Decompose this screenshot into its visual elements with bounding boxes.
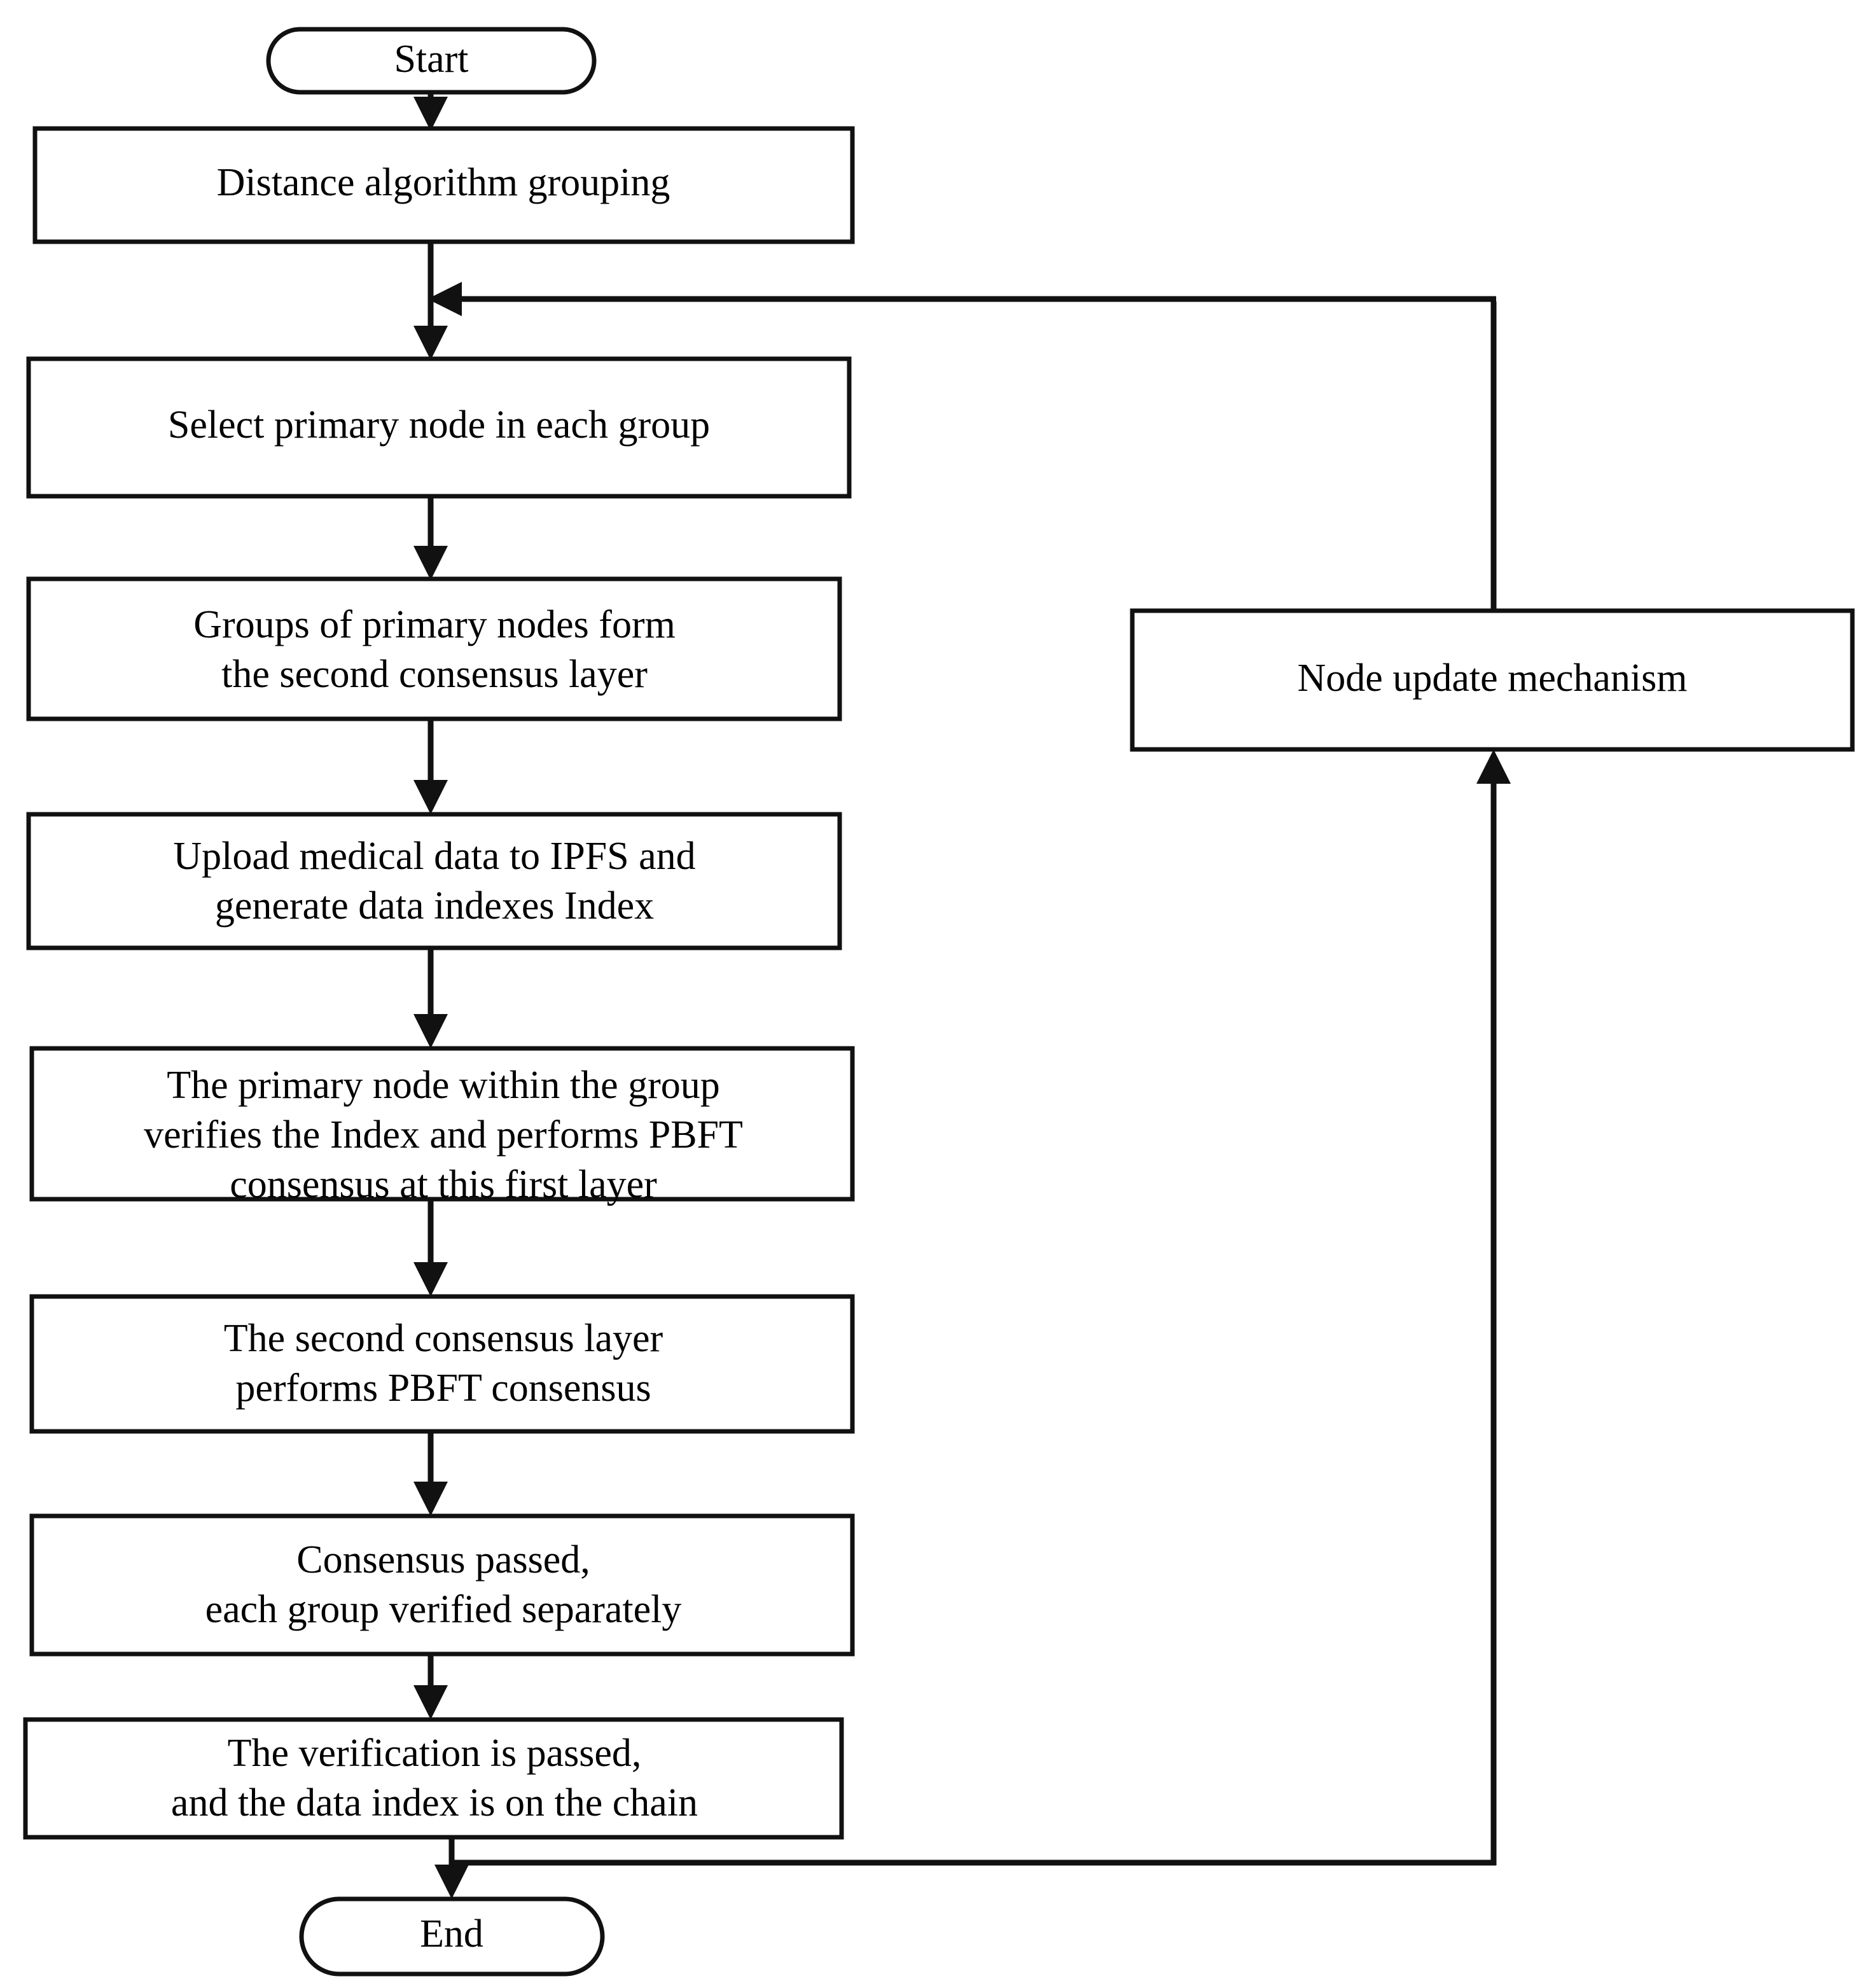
node-second-layer-form-line1: Groups of primary nodes form [193, 603, 676, 646]
node-update-mechanism-label: Node update mechanism [1298, 657, 1688, 700]
node-second-layer-form-line2: the second consensus layer [221, 653, 648, 696]
edge-consensus-passed-to-index-on-chain [413, 1654, 448, 1720]
node-start-label: Start [394, 38, 468, 81]
edge-first-layer-to-second-layer-consensus [413, 1199, 448, 1296]
edge-grouping-to-select-primary [413, 242, 448, 360]
node-upload-line1: Upload medical data to IPFS and [173, 835, 695, 878]
node-index-on-chain[interactable]: The verification is passed, and the data… [23, 1717, 844, 1840]
node-second-layer-consensus-line2: performs PBFT consensus [235, 1366, 651, 1410]
node-second-layer-consensus[interactable]: The second consensus layer performs PBFT… [29, 1294, 855, 1434]
node-upload-medical-data[interactable]: Upload medical data to IPFS and generate… [26, 812, 842, 950]
node-select-primary-label: Select primary node in each group [168, 403, 710, 447]
edge-upload-to-first-layer-consensus [413, 948, 448, 1048]
node-index-on-chain-line1: The verification is passed, [228, 1732, 642, 1775]
node-start[interactable]: Start [266, 27, 597, 95]
edge-second-layer-form-to-upload [413, 719, 448, 814]
node-second-layer-consensus-line1: The second consensus layer [224, 1317, 663, 1360]
node-update-mechanism[interactable]: Node update mechanism [1130, 608, 1855, 752]
node-second-layer-form[interactable]: Groups of primary nodes form the second … [26, 576, 842, 721]
edge-second-layer-consensus-to-consensus-passed [413, 1431, 448, 1516]
node-distance-algorithm-grouping[interactable]: Distance algorithm grouping [32, 126, 855, 244]
node-consensus-passed[interactable]: Consensus passed, each group verified se… [29, 1513, 855, 1657]
node-first-layer-line1: The primary node within the group [167, 1064, 720, 1107]
node-end-label: End [420, 1912, 483, 1956]
edge-start-to-grouping [413, 92, 448, 131]
edge-index-on-chain-to-node-update [449, 749, 1511, 1866]
node-end[interactable]: End [299, 1896, 605, 1977]
node-first-layer-line2: verifies the Index and performs PBFT [144, 1113, 743, 1157]
edge-select-primary-to-second-layer-form [413, 496, 448, 580]
node-select-primary-node[interactable]: Select primary node in each group [26, 356, 852, 499]
node-index-on-chain-line2: and the data index is on the chain [171, 1781, 698, 1825]
edge-index-on-chain-to-end [434, 1837, 469, 1899]
node-consensus-passed-line2: each group verified separately [205, 1588, 682, 1631]
node-first-layer-consensus[interactable]: The primary node within the group verifi… [29, 1046, 855, 1206]
node-grouping-label: Distance algorithm grouping [217, 161, 670, 204]
node-upload-line2: generate data indexes Index [215, 884, 654, 928]
edge-node-update-feedback-to-spine [427, 282, 1497, 611]
node-consensus-passed-line1: Consensus passed, [296, 1538, 590, 1581]
node-first-layer-line3: consensus at this first layer [230, 1163, 657, 1206]
